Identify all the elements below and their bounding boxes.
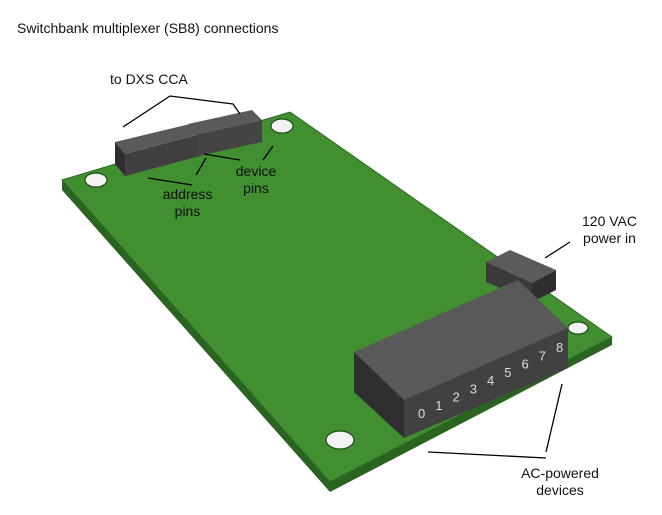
label-power-in: 120 VAC power in	[562, 213, 657, 247]
label-power-line1: 120 VAC	[582, 213, 637, 229]
label-address-line2: pins	[174, 203, 201, 219]
pin-number-5: 5	[504, 365, 511, 380]
leader-dxs	[122, 95, 241, 128]
device-pins-header	[188, 110, 262, 156]
pin-number-3: 3	[470, 381, 477, 396]
mounting-hole	[567, 321, 589, 335]
pcb-edge	[62, 180, 612, 492]
label-dxs-cca: to DXS CCA	[110, 71, 188, 87]
pin-number-4: 4	[487, 373, 494, 388]
leader-device-1	[203, 153, 241, 161]
label-power-line2: power in	[583, 230, 636, 246]
leader-device-2	[262, 145, 274, 161]
leader-power	[544, 241, 571, 259]
mounting-hole	[84, 172, 108, 188]
leader-ac-2	[545, 383, 563, 453]
label-device-line2: pins	[243, 180, 269, 196]
label-ac-devices: AC-powered devices	[500, 465, 620, 499]
label-address-pins: address pins	[150, 186, 225, 220]
mounting-hole	[325, 430, 355, 450]
leader-address-2	[195, 157, 207, 176]
pin-number-0: 0	[418, 406, 425, 421]
pin-number-1: 1	[435, 398, 442, 413]
pin-number-7: 7	[539, 348, 546, 363]
leader-lines	[122, 95, 571, 459]
address-pins-header	[115, 124, 200, 176]
pin-number-8: 8	[556, 340, 563, 355]
label-ac-line2: devices	[536, 482, 584, 498]
pin-number-6: 6	[522, 357, 529, 372]
leader-ac-1	[427, 451, 547, 459]
label-ac-line1: AC-powered	[521, 465, 599, 481]
page-title: Switchbank multiplexer (SB8) connections	[17, 20, 279, 36]
pin-number-2: 2	[453, 390, 460, 405]
label-device-pins: device pins	[226, 163, 286, 197]
mounting-hole	[270, 118, 294, 134]
label-address-line1: address	[162, 186, 213, 202]
leader-address-1	[147, 177, 193, 186]
label-device-line1: device	[235, 163, 277, 179]
